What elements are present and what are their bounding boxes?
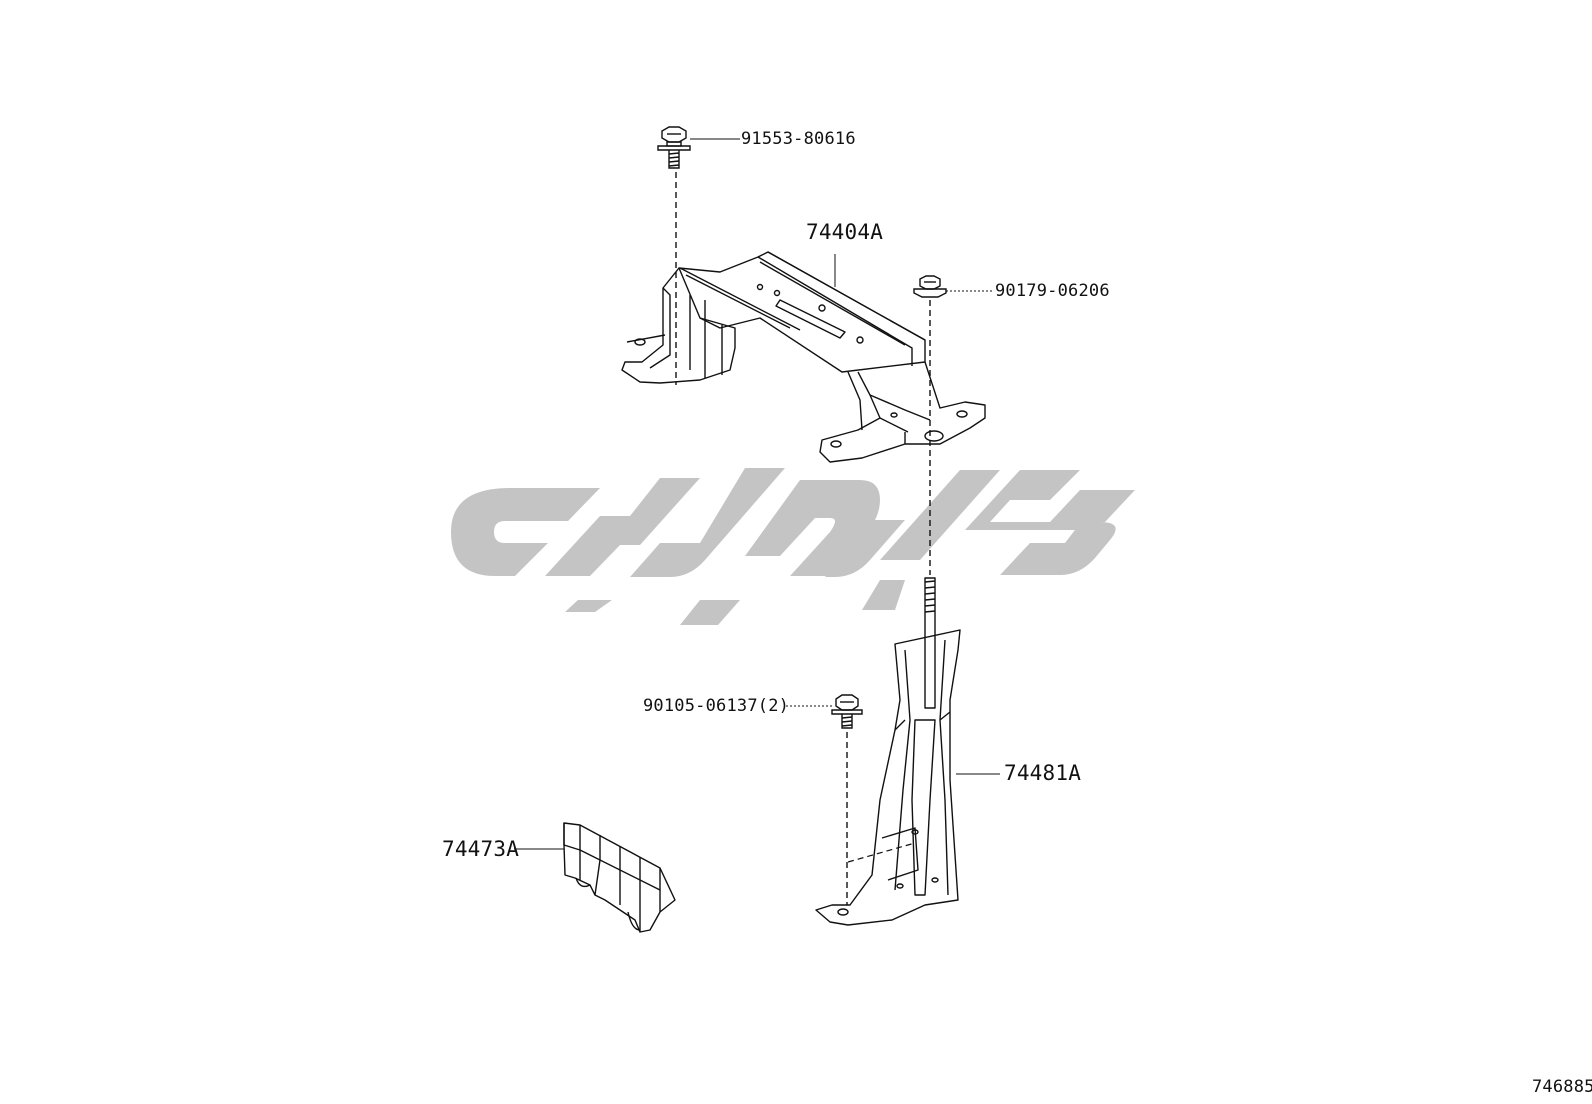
label-bolt-bottom: 90105-06137(2) xyxy=(643,696,790,716)
label-cover: 74473A xyxy=(442,837,520,861)
nut-90179-06206-icon xyxy=(913,275,947,298)
watermark-logo xyxy=(451,468,1135,625)
dash-bolt-bottom-horizontal xyxy=(847,842,916,863)
label-nut: 90179-06206 xyxy=(995,281,1110,301)
label-bracket-top: 74404A xyxy=(806,220,884,244)
bracket-74404A-drawing xyxy=(621,251,986,463)
label-stay: 74481A xyxy=(1004,761,1082,785)
bolt-91553-80616-icon xyxy=(657,126,691,169)
stay-74481A-drawing xyxy=(815,577,961,926)
cover-74473A-drawing xyxy=(563,822,676,933)
label-diagram-id: 746885 xyxy=(1532,1077,1592,1097)
label-bolt-top: 91553-80616 xyxy=(741,129,856,149)
bolt-90105-06137-icon xyxy=(831,694,863,729)
